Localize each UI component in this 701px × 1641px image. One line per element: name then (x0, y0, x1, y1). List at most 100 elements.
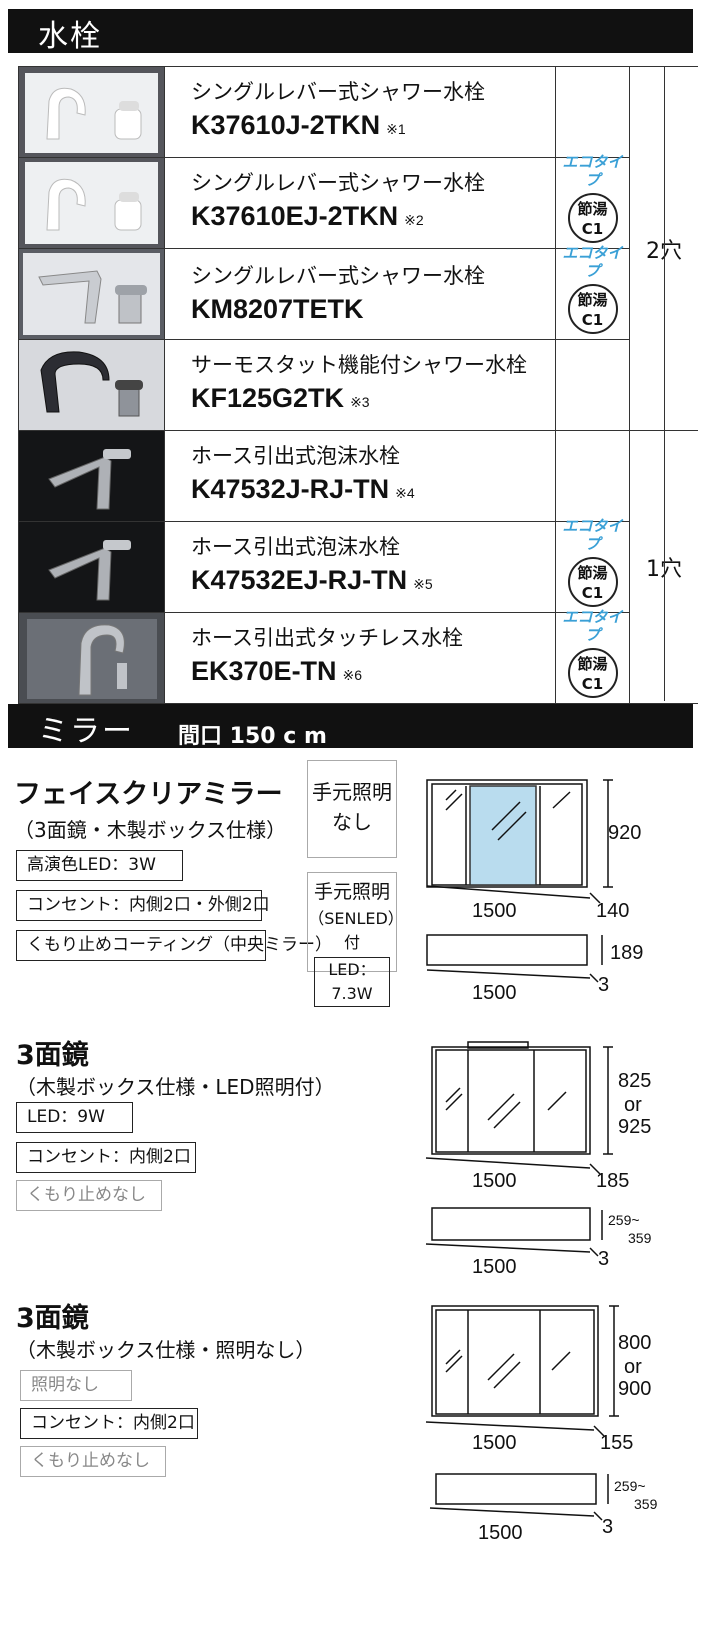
table-right-border (664, 66, 665, 701)
eco-cell (555, 430, 630, 522)
faucet-image (18, 248, 165, 340)
eco-label: エコタイプ (562, 517, 623, 553)
faucet-code: K37610J-2TKN※1 (191, 110, 406, 140)
faucet-image (18, 66, 165, 158)
holes-1: 1穴 (629, 430, 698, 704)
dim-width: 1500 (478, 1522, 523, 1544)
spec-tag: 高演色LED：3W (16, 850, 183, 881)
mirror-item-subtitle: （3面鏡・木製ボックス仕様） (14, 818, 287, 842)
dim-width: 1500 (472, 1256, 517, 1278)
dim-width: 1500 (472, 982, 517, 1004)
faucet-desc: ホース引出式泡沫水栓 K47532EJ-RJ-TN※5 (164, 521, 556, 613)
dim-depth: 3 (598, 974, 610, 996)
faucet-code: K47532J-RJ-TN※4 (191, 474, 415, 504)
faucet-desc: シングルレバー式シャワー水栓 K37610J-2TKN※1 (164, 66, 556, 158)
faucet-name: サーモスタット機能付シャワー水栓 (191, 353, 527, 377)
eco-label: エコタイプ (562, 608, 623, 644)
spec-tag: 照明なし (20, 1370, 132, 1401)
spec-tag: くもり止めなし (20, 1446, 166, 1477)
dim-height: 189 (610, 942, 644, 964)
dim-depth: 140 (596, 900, 630, 922)
faucet-name: ホース引出式泡沫水栓 (191, 535, 400, 559)
spec-tag: コンセント：内側2口 (20, 1408, 198, 1439)
dim-depth: 3 (602, 1516, 614, 1538)
dim-height: 920 (608, 822, 642, 844)
mirror2-top-view (425, 1207, 603, 1257)
spec-tag: くもり止めコーティング（中央ミラー） (16, 930, 332, 961)
note-mark: ※4 (395, 485, 415, 501)
dim-height: 925 (618, 1116, 652, 1138)
table-row: シングルレバー式シャワー水栓 K37610J-2TKN※1 2穴 (18, 66, 698, 431)
faucet-header-title: 水栓 (38, 19, 102, 54)
faucet-name: ホース引出式泡沫水栓 (191, 444, 400, 468)
faucet-image (18, 612, 165, 704)
mirror-item-subtitle: （木製ボックス仕様・照明なし） (16, 1338, 316, 1362)
faucet-code: EK370E-TN※6 (191, 656, 363, 686)
dim-height: 800 (618, 1332, 652, 1354)
dim-height: 825 (618, 1070, 652, 1092)
faucet-code: KF125G2TK※3 (191, 383, 370, 413)
holes-2: 2穴 (629, 66, 698, 431)
mirror-item-subtitle: （木製ボックス仕様・LED照明付） (16, 1075, 335, 1099)
faucet-name: シングルレバー式シャワー水栓 (191, 80, 485, 104)
spec-tag: LED：9W (16, 1102, 133, 1133)
note-mark: ※6 (342, 667, 363, 683)
mirror3-front-view (425, 1305, 619, 1437)
dim-height: 359 (628, 1230, 652, 1246)
dim-width: 1500 (472, 1432, 517, 1454)
table-row: ホース引出式泡沫水栓 K47532J-RJ-TN※4 1穴 (18, 430, 698, 704)
dim-height: 259~ (614, 1478, 646, 1494)
faucet-name: ホース引出式タッチレス水栓 (191, 626, 463, 650)
faucet-desc: ホース引出式泡沫水栓 K47532J-RJ-TN※4 (164, 430, 556, 522)
note-mark: ※3 (350, 394, 370, 410)
hand-light-none-box: 手元照明なし (307, 760, 397, 858)
note-mark: ※2 (404, 212, 424, 228)
faucet-section-header: 水栓 (8, 9, 693, 54)
faucet-code: KM8207TETK (191, 294, 364, 324)
mirror-header-title: ミラー (38, 714, 134, 749)
faucet-code: K47532EJ-RJ-TN※5 (191, 565, 433, 595)
mirror-section-header: ミラー 間口 150 c m (8, 704, 693, 749)
table-row: サーモスタット機能付シャワー水栓 KF125G2TK※3 (18, 339, 699, 431)
mirror2-front-view (425, 1041, 613, 1175)
eco-label: エコタイプ (562, 244, 623, 280)
faucet-image (18, 521, 165, 613)
faucet-image (18, 339, 165, 431)
dim-height: 359 (634, 1496, 658, 1512)
mirror3-top-view (429, 1473, 609, 1521)
mirror-item-title: フェイスクリアミラー (14, 779, 283, 810)
dim-width: 1500 (472, 1170, 517, 1192)
note-mark: ※1 (386, 121, 406, 137)
dim-depth: 3 (598, 1248, 610, 1270)
dim-height: 259~ (608, 1212, 640, 1228)
dim-depth: 185 (596, 1170, 630, 1192)
spec-tag: コンセント：内側2口 (16, 1142, 196, 1173)
mirror-header-width: 間口 150 c m (178, 724, 327, 749)
note-mark: ※5 (413, 576, 433, 592)
dim-width: 1500 (472, 900, 517, 922)
eco-label: エコタイプ (562, 153, 623, 189)
dim-or: or (624, 1356, 642, 1378)
faucet-table: シングルレバー式シャワー水栓 K37610J-2TKN※1 2穴 シングルレバー式… (18, 66, 698, 704)
dim-height: 900 (618, 1378, 652, 1400)
faucet-name: シングルレバー式シャワー水栓 (191, 264, 485, 288)
faucet-desc: シングルレバー式シャワー水栓 KM8207TETK (164, 248, 556, 340)
spec-tag: LED：7.3W (314, 957, 390, 1007)
spec-tag: コンセント：内側2口・外側2口 (16, 890, 270, 921)
eco-cell (555, 339, 630, 431)
mirror1-top-view (426, 934, 603, 983)
faucet-image (18, 430, 165, 522)
